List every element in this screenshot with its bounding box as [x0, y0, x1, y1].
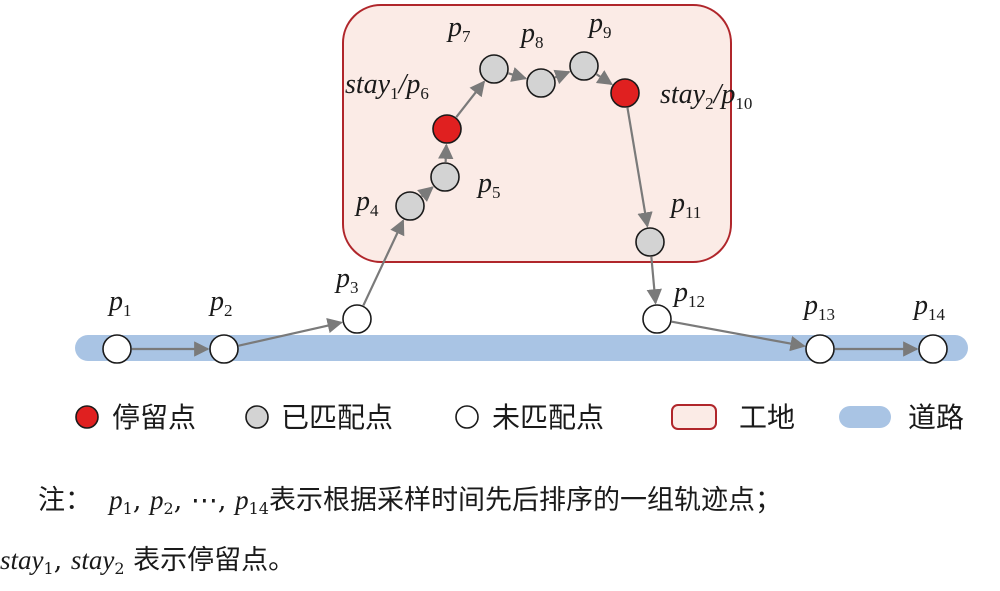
edge-p7-p8 [508, 67, 528, 82]
legend-matched-swatch [245, 405, 269, 429]
label-p7: p7 [446, 12, 471, 46]
point-p14-unmatched [918, 334, 948, 364]
label-p4: p4 [354, 186, 379, 220]
label-p1: p1 [107, 286, 132, 320]
label-p9: p9 [587, 8, 612, 42]
note-stay2-var: stay [70, 545, 115, 575]
point-p6-stay [432, 114, 462, 144]
point-p13-unmatched [805, 334, 835, 364]
label-p6-stay: stay1/p6 [345, 69, 429, 103]
label-p14: p14 [912, 290, 946, 324]
note-p1-var: p [109, 485, 123, 515]
legend-road-label: 道路 [908, 401, 964, 434]
note-p2-sub: 2 [163, 499, 174, 518]
point-p12-unmatched [642, 304, 672, 334]
label-p5: p5 [476, 168, 501, 202]
label-p2: p2 [208, 286, 233, 320]
note-comma-3: , [217, 485, 227, 516]
point-p1-unmatched [102, 334, 132, 364]
note-line-1: 注： p1, p2, ⋯, p14表示根据采样时间先后排序的一组轨迹点； [38, 478, 1000, 518]
legend-unmatched-label: 未匹配点 [492, 401, 604, 434]
legend-site-label: 工地 [739, 401, 795, 434]
point-p10-stay [610, 78, 640, 108]
note-ellipsis: ⋯ [190, 485, 218, 516]
note-comma-4: , [53, 545, 63, 576]
construction-site-area [342, 4, 732, 263]
legend: 停留点 已匹配点 未匹配点 工地 道路 [75, 401, 964, 434]
legend-site-swatch [671, 404, 717, 430]
note-line2-text: 表示停留点。 [133, 545, 296, 576]
label-p3: p3 [334, 263, 359, 297]
edge-p11-p12 [646, 256, 662, 305]
label-p11: p11 [669, 188, 701, 222]
note-comma-2: , [173, 485, 183, 516]
label-p13: p13 [802, 290, 835, 324]
trajectory-edges [132, 67, 919, 357]
point-p11-matched [635, 227, 665, 257]
legend-stay-label: 停留点 [112, 401, 196, 434]
legend-stay-swatch [75, 405, 99, 429]
edge-p6-p7 [455, 80, 486, 118]
edge-p4-p5 [417, 186, 434, 202]
note-p14-var: p [235, 485, 249, 515]
note-p1-sub: 1 [122, 499, 133, 518]
point-p3-unmatched [342, 304, 372, 334]
point-p7-matched [479, 54, 509, 84]
label-p10-stay: stay2/p10 [660, 79, 752, 113]
edge-p8-p9 [553, 69, 571, 85]
note-stay2-sub: 2 [114, 559, 125, 578]
trajectory-points [102, 51, 948, 364]
label-p8: p8 [519, 18, 544, 52]
legend-matched-label: 已匹配点 [281, 401, 393, 434]
note-line-2: stay1, stay2 表示停留点。 [0, 538, 1000, 578]
note-stay1-var: stay [0, 545, 44, 575]
note-p14-sub: 14 [248, 499, 269, 518]
edge-p2-p3 [238, 318, 343, 347]
edge-p3-p4 [362, 219, 405, 306]
edge-p10-p11 [626, 107, 653, 228]
point-p8-matched [526, 68, 556, 98]
note-comma-1: , [132, 485, 142, 516]
point-p4-matched [395, 191, 425, 221]
edge-p9-p10 [595, 70, 613, 86]
point-p9-matched [569, 51, 599, 81]
edge-p5-p6 [438, 143, 454, 163]
note-stay1-sub: 1 [43, 559, 54, 578]
point-p5-matched [430, 162, 460, 192]
point-labels: p1 p2 p3 p4 p5 stay1/p6 p7 p8 p9 stay2/p10 p11 p12 p… [107, 8, 946, 324]
legend-unmatched-swatch [455, 405, 479, 429]
note-prefix: 注： [38, 485, 92, 516]
note-line1-text: 表示根据采样时间先后排序的一组轨迹点； [268, 485, 782, 516]
note-p2-var: p [150, 485, 164, 515]
edge-p12-p13 [671, 320, 806, 352]
label-p12: p12 [672, 277, 705, 311]
point-p2-unmatched [209, 334, 239, 364]
